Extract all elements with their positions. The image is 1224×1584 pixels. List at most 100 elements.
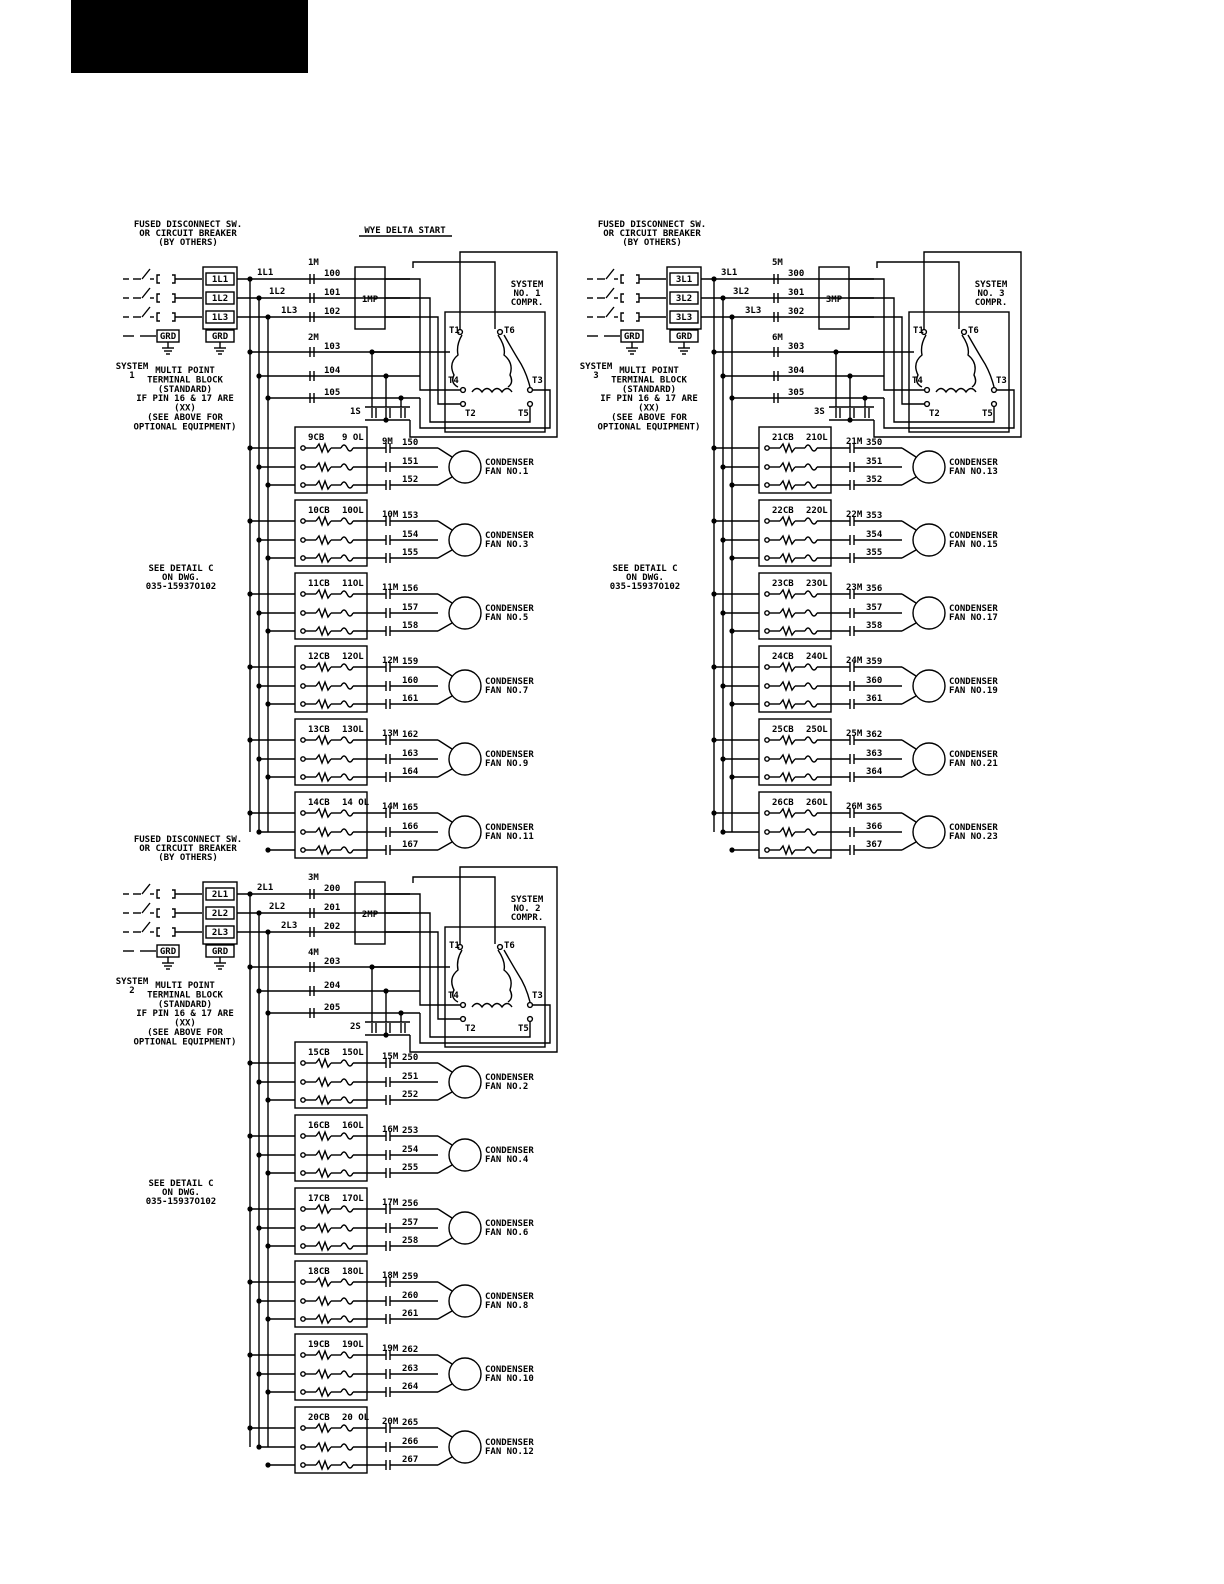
fan-contactor-contact: [385, 1150, 391, 1160]
disconnect-label: (BY OTHERS): [158, 853, 218, 863]
fan-contactor-contact: [385, 608, 391, 618]
fan-contactor-contact: [849, 462, 855, 472]
fuse-icon: [620, 293, 640, 303]
breaker-terminal: [764, 610, 770, 616]
junction-dot: [729, 314, 735, 320]
wire-number: 203: [324, 957, 340, 967]
overload-label: 19OL: [342, 1340, 364, 1350]
junction-dot: [256, 1444, 262, 1450]
fan-label: CONDENSER: [485, 823, 534, 833]
breaker-element-icon: [315, 1076, 332, 1088]
junction-dot: [247, 737, 253, 743]
wire: [901, 739, 917, 750]
junction-dot: [247, 276, 253, 282]
fuse-icon: [620, 274, 640, 284]
breaker-terminal: [300, 1206, 306, 1212]
delta-contactor-contact: [309, 1008, 315, 1018]
wire-number: 260: [402, 1291, 418, 1301]
overload-heater-icon: [804, 809, 818, 817]
breaker-overload-box: [758, 791, 832, 859]
breaker-terminal: [300, 591, 306, 597]
junction-dot: [256, 829, 262, 835]
breaker-terminal: [300, 628, 306, 634]
breaker-overload-box: [294, 1114, 368, 1182]
system-label: 3: [593, 371, 598, 381]
fan-label: CONDENSER: [485, 458, 534, 468]
overload-heater-icon: [340, 755, 354, 763]
ground-icon: [214, 957, 226, 970]
main-contactor-contact: [309, 274, 315, 284]
main-contactor-label: 1M: [308, 258, 319, 268]
wire: [419, 987, 460, 1006]
overload-heater-icon: [340, 627, 354, 635]
fan-contactor-label: 10M: [382, 510, 399, 520]
breaker-terminal: [300, 518, 306, 524]
fan-contactor-contact: [385, 1296, 391, 1306]
wire-number: 159: [402, 657, 418, 667]
motor-terminal: [459, 1015, 467, 1023]
overload-label: 9 OL: [342, 433, 364, 443]
fan-label: CONDENSER: [485, 1146, 534, 1156]
wire: [437, 1164, 453, 1174]
wire-number: 160: [402, 676, 418, 686]
fan-contactor-contact: [849, 626, 855, 636]
overload-heater-icon: [340, 1132, 354, 1140]
wire-number: 150: [402, 438, 418, 448]
terminal: [205, 272, 235, 286]
wire-number: 157: [402, 603, 418, 613]
winding-icon: [503, 949, 531, 1003]
breaker-element-icon: [315, 588, 332, 600]
breaker-overload-box: [758, 718, 832, 786]
motor-terminal-label: T5: [982, 409, 993, 419]
motor-terminal: [923, 386, 931, 394]
breaker-element-icon: [315, 1222, 332, 1234]
motor-terminal: [496, 943, 504, 951]
fan-contactor-contact: [385, 681, 391, 691]
breaker-label: 26CB: [772, 798, 794, 808]
ground-icon: [162, 342, 174, 355]
motor-terminal-label: T1: [913, 326, 924, 336]
fuse-icon: [156, 889, 176, 899]
overload-heater-icon: [804, 554, 818, 562]
overload-heater-icon: [340, 481, 354, 489]
switch-blade: [141, 883, 151, 895]
wire: [385, 297, 531, 423]
ground-label: GRD: [160, 947, 177, 957]
fan-label: CONDENSER: [485, 1438, 534, 1448]
fan-label: FAN NO.21: [949, 759, 998, 769]
terminal-note: (SEE ABOVE FOR: [147, 1028, 223, 1038]
fan-contactor-label: 11M: [382, 583, 399, 593]
fan-contactor-contact: [385, 772, 391, 782]
wire-number: 263: [402, 1364, 418, 1374]
condenser-fan-motor-icon: [448, 742, 482, 776]
fused-switch: [123, 306, 202, 322]
detail-note: 035-15937O102: [146, 582, 216, 592]
fan-contactor-label: 20M: [382, 1417, 399, 1427]
wire: [385, 912, 531, 1038]
breaker-terminal: [764, 518, 770, 524]
delta-contactor-contact: [309, 986, 315, 996]
fan-label: FAN NO.19: [949, 686, 998, 696]
winding-icon: [451, 949, 463, 1003]
wire: [901, 695, 917, 705]
condenser-fan-motor-icon: [448, 815, 482, 849]
fan-contactor-contact: [385, 1442, 391, 1452]
wire: [437, 622, 453, 632]
junction-dot: [256, 464, 262, 470]
main-contactor-contact: [773, 293, 779, 303]
breaker-terminal: [300, 701, 306, 707]
terminal-note: (SEE ABOVE FOR: [147, 413, 223, 423]
junction-dot: [720, 829, 726, 835]
diagram-title: WYE DELTA START: [364, 226, 446, 236]
wire-number: 162: [402, 730, 418, 740]
overload-heater-icon: [340, 1205, 354, 1213]
motor-terminal: [923, 400, 931, 408]
ground-label: GRD: [160, 332, 177, 342]
overload-heater-icon: [804, 700, 818, 708]
junction-dot: [711, 276, 717, 282]
fan-contactor-contact: [385, 480, 391, 490]
overload-heater-icon: [340, 1297, 354, 1305]
terminal-note: OPTIONAL EQUIPMENT): [598, 422, 701, 432]
breaker-element-icon: [779, 625, 796, 637]
